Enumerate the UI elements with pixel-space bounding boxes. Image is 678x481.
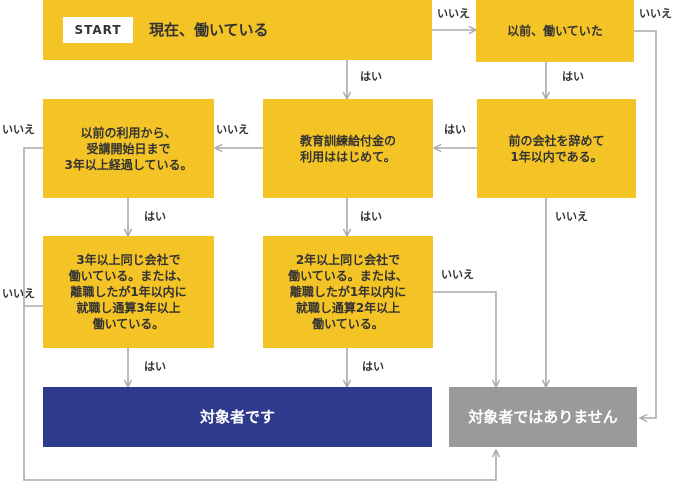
label-two-yes: はい bbox=[362, 360, 384, 373]
node-previously-worked: 以前、働いていた bbox=[476, 0, 634, 62]
start-tag: START bbox=[63, 17, 133, 43]
result-target: 対象者です bbox=[43, 387, 432, 447]
label-first-yes: はい bbox=[360, 210, 382, 223]
label-two-no: いいえ bbox=[441, 268, 474, 281]
start-text: 現在、働いている bbox=[149, 21, 269, 39]
node-left-within-year: 前の会社を辞めて 1年以内である。 bbox=[477, 99, 636, 198]
result-not-target: 対象者ではありません bbox=[449, 387, 637, 447]
label-start-no: いいえ bbox=[437, 7, 470, 20]
node-two-years-same: 2年以上同じ会社で 働いている。または、 離職したが1年以内に 就職し通算2年以… bbox=[263, 236, 433, 348]
node-three-years-same: 3年以上同じ会社で 働いている。または、 離職したが1年以内に 就職し通算3年以… bbox=[43, 236, 214, 348]
label-left-no: いいえ bbox=[555, 210, 588, 223]
arrow-prev-no bbox=[634, 30, 657, 418]
label-prev-no: いいえ bbox=[639, 7, 672, 20]
label-left-yes: はい bbox=[444, 123, 466, 136]
arrow-two-no bbox=[433, 291, 496, 387]
arrow-three-since-no bbox=[23, 147, 496, 481]
label-three-since-no: いいえ bbox=[2, 123, 35, 136]
label-three-same-yes: はい bbox=[144, 360, 166, 373]
label-three-same-no: いいえ bbox=[2, 287, 35, 300]
label-first-no: いいえ bbox=[216, 123, 249, 136]
node-three-years-since: 以前の利用から、 受講開始日まで 3年以上経過している。 bbox=[43, 99, 214, 198]
label-prev-yes: はい bbox=[562, 70, 584, 83]
label-start-yes: はい bbox=[360, 70, 382, 83]
node-first-time-use: 教育訓練給付金の 利用ははじめて。 bbox=[263, 99, 433, 198]
label-three-since-yes: はい bbox=[144, 210, 166, 223]
start-box: START 現在、働いている bbox=[43, 0, 432, 60]
